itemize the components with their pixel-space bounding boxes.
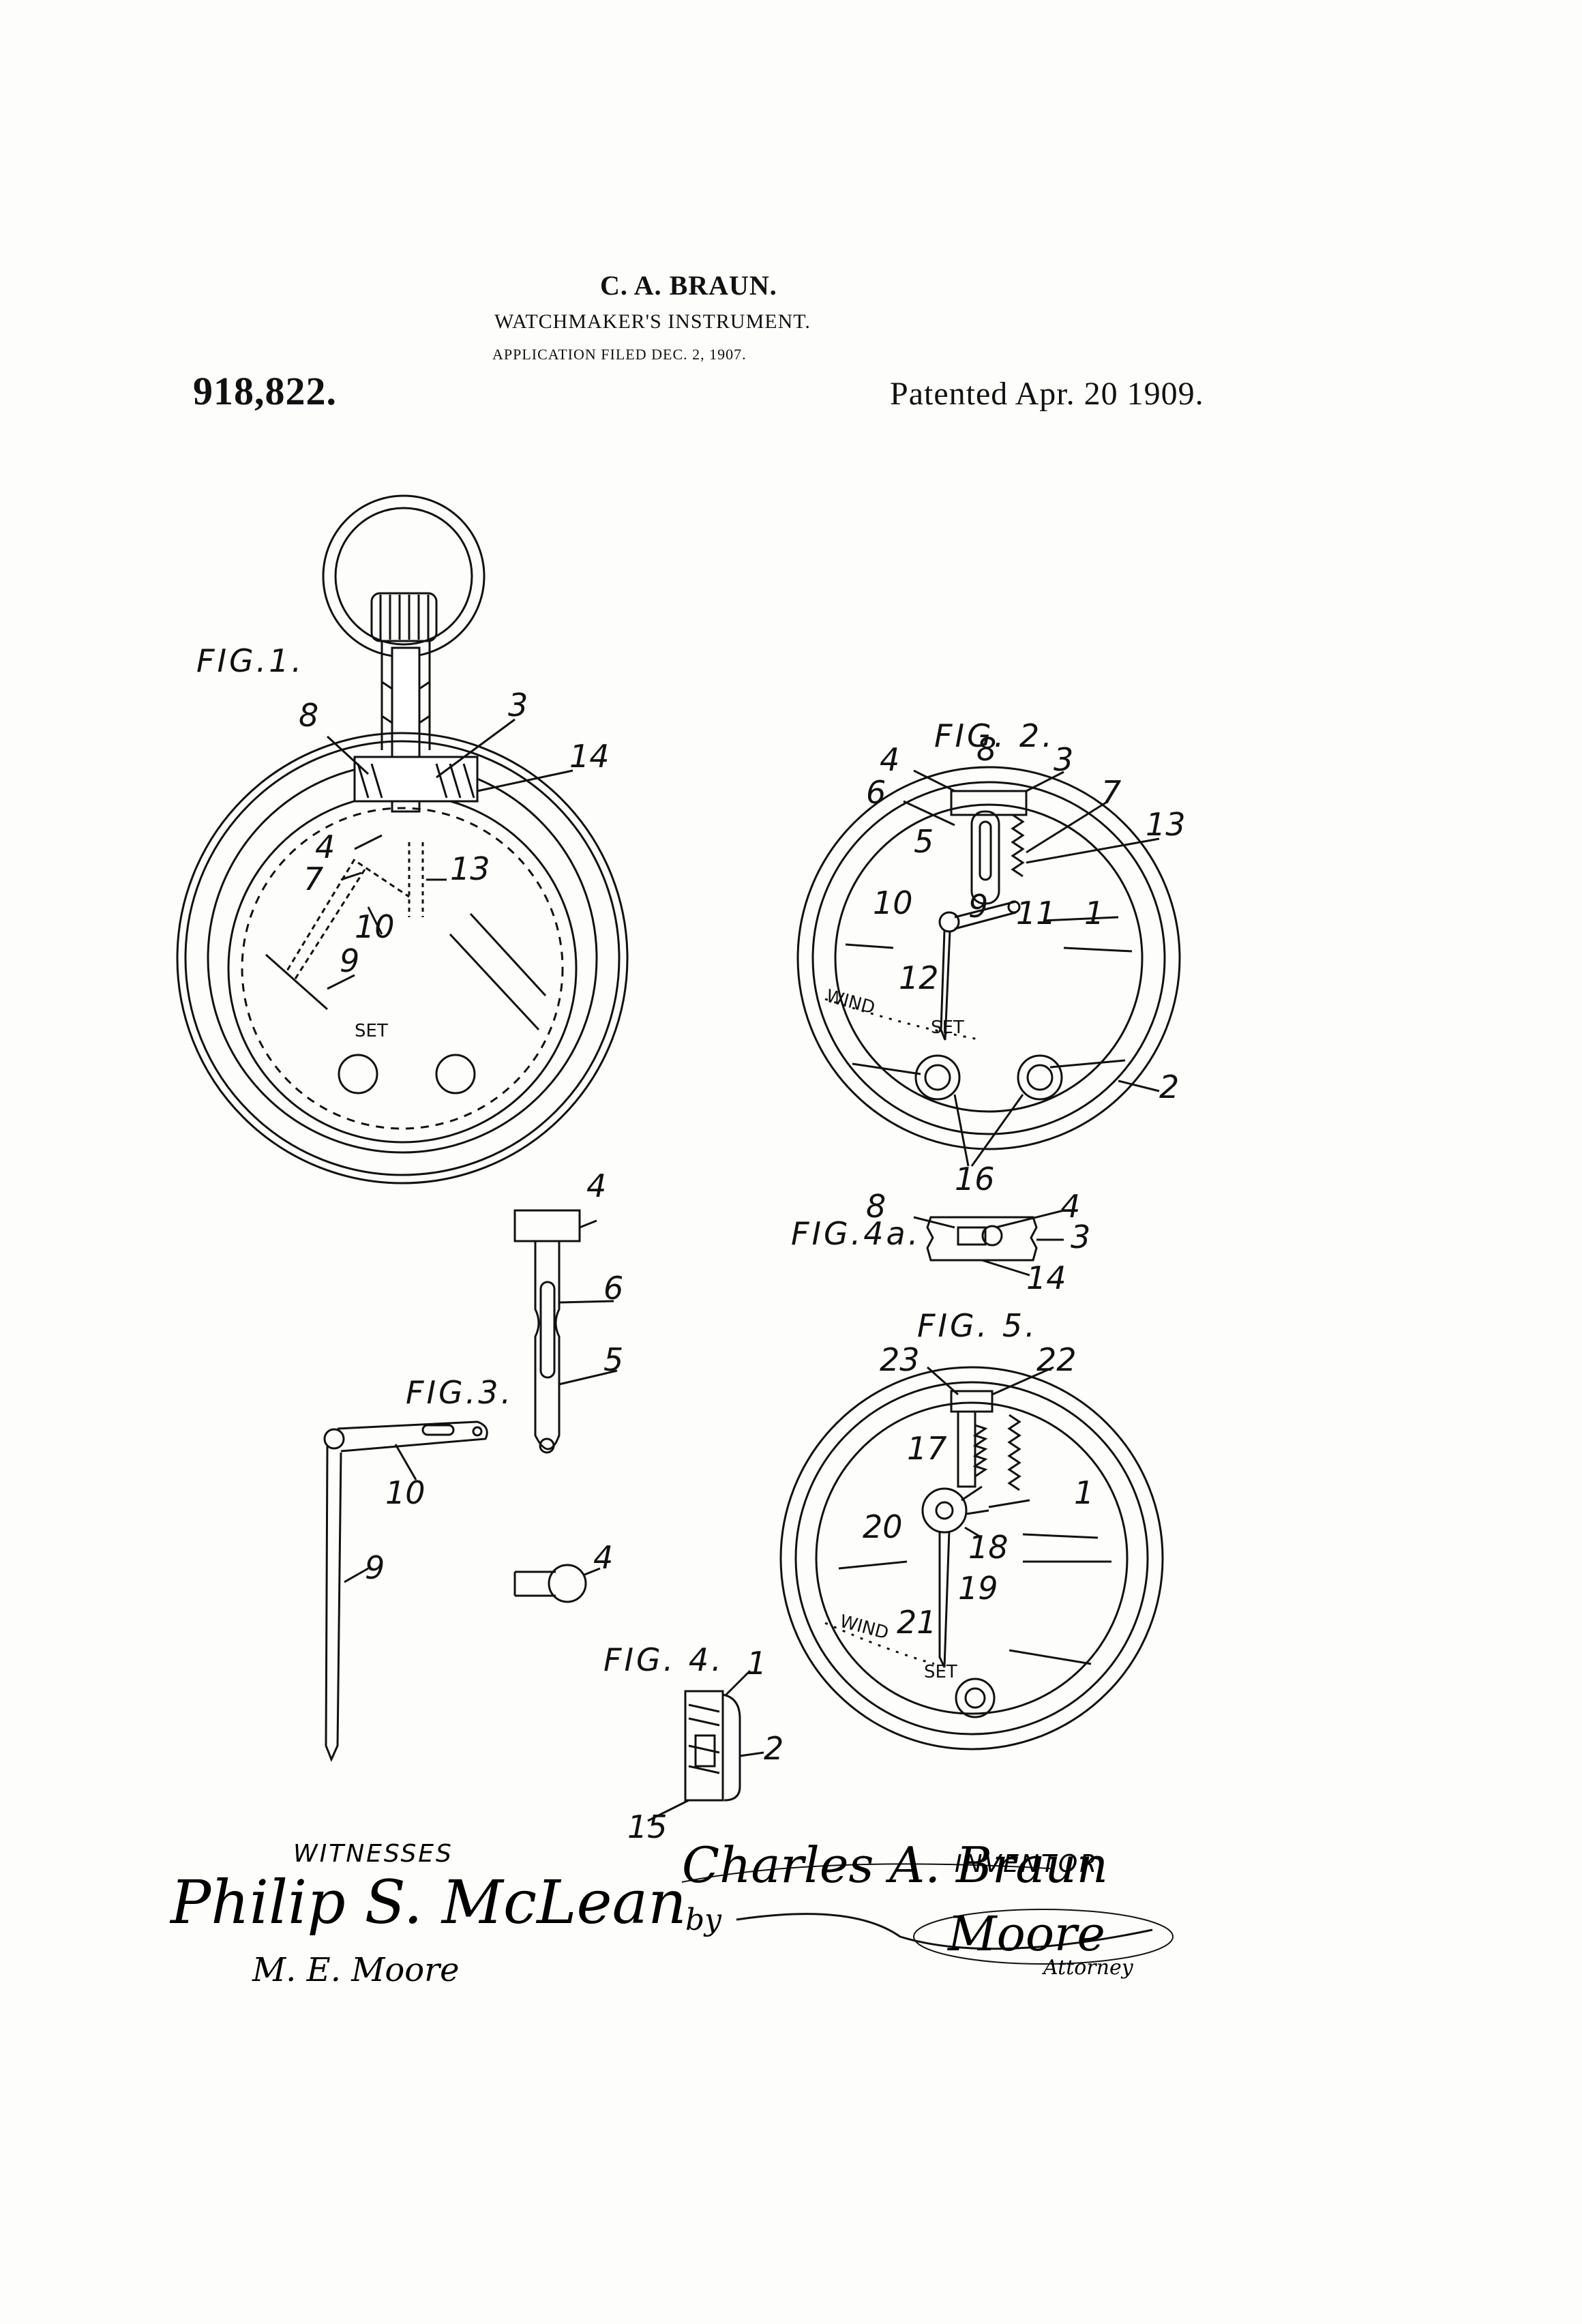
attorney-signature: Moore (946, 1906, 1105, 1962)
fig1-ref-8: 8 (299, 697, 318, 734)
figure-1-drawing (177, 496, 627, 1183)
fig5-ref-17: 17 (907, 1430, 947, 1467)
fig5-set-text: SET (924, 1662, 957, 1682)
fig2-ref-16: 16 (955, 1161, 995, 1197)
fig2-ref-4: 4 (880, 741, 899, 778)
fig5-ref-20: 20 (863, 1508, 903, 1545)
fig1-ref-3: 3 (508, 687, 528, 724)
fig3-caption: FIG.3. (406, 1374, 513, 1411)
witnesses-label: WITNESSES (293, 1840, 453, 1868)
fig1-set-text: SET (355, 1021, 388, 1041)
fig2-ref-5: 5 (914, 823, 934, 860)
fig5-ref-21: 21 (897, 1604, 937, 1641)
fig2-ref-3: 3 (1054, 741, 1073, 778)
fig3-ref-10: 10 (385, 1474, 426, 1511)
fig4a-ref-8: 8 (866, 1188, 886, 1225)
witness-1-signature: Philip S. McLean (169, 1867, 687, 1937)
fig4a-ref-3: 3 (1071, 1219, 1090, 1255)
fig5-ref-18: 18 (968, 1529, 1009, 1566)
fig2-ref-13: 13 (1146, 806, 1186, 843)
figure-4-drawing (648, 1671, 764, 1821)
fig1-ref-4: 4 (315, 829, 335, 865)
fig1-ref-13: 13 (450, 850, 490, 887)
fig3-ref-5: 5 (603, 1341, 623, 1378)
figure-3-drawing (325, 1210, 617, 1759)
fig1-caption: FIG.1. (196, 642, 304, 679)
fig1-ref-9: 9 (340, 942, 359, 979)
fig3-ref-4b: 4 (593, 1539, 613, 1576)
fig3-ref-9: 9 (365, 1549, 385, 1586)
fig2-wind-text: WIND (824, 986, 877, 1019)
fig2-ref-8: 8 (976, 731, 996, 768)
fig3-ref-4: 4 (586, 1167, 606, 1204)
witness-2-signature: M. E. Moore (252, 1951, 460, 1989)
attorney-label: Attorney (1041, 1956, 1134, 1980)
fig1-ref-10: 10 (355, 908, 395, 945)
by-text: by (685, 1903, 722, 1937)
fig2-ref-2: 2 (1159, 1069, 1179, 1105)
figure-2-drawing (798, 767, 1180, 1166)
fig4a-ref-14: 14 (1026, 1260, 1066, 1296)
fig4a-caption: FIG.4a. (791, 1215, 921, 1252)
fig1-ref-14: 14 (569, 738, 610, 775)
fig4-ref-15: 15 (627, 1808, 668, 1845)
fig5-ref-19: 19 (958, 1570, 998, 1607)
fig4-ref-1: 1 (747, 1645, 766, 1682)
fig2-ref-9: 9 (968, 888, 988, 925)
fig5-ref-1: 1 (1074, 1474, 1094, 1511)
inventor-label: INVENTOR (955, 1850, 1099, 1878)
fig5-ref-23: 23 (880, 1341, 920, 1378)
fig5-ref-22: 22 (1036, 1341, 1077, 1378)
fig2-ref-6: 6 (866, 774, 886, 811)
fig4-caption: FIG. 4. (603, 1641, 724, 1678)
fig2-ref-11: 11 (1016, 895, 1056, 932)
fig1-ref-7: 7 (303, 861, 323, 897)
fig4-ref-2: 2 (764, 1730, 783, 1767)
fig5-caption: FIG. 5. (917, 1307, 1038, 1344)
fig5-wind-text: WIND (837, 1611, 891, 1644)
fig2-ref-1: 1 (1084, 895, 1104, 932)
fig2-ref-10: 10 (873, 884, 913, 921)
fig2-set-text: SET (931, 1017, 964, 1038)
fig3-ref-6: 6 (603, 1270, 623, 1307)
fig2-ref-7: 7 (1101, 774, 1121, 811)
fig2-ref-12: 12 (899, 959, 939, 996)
